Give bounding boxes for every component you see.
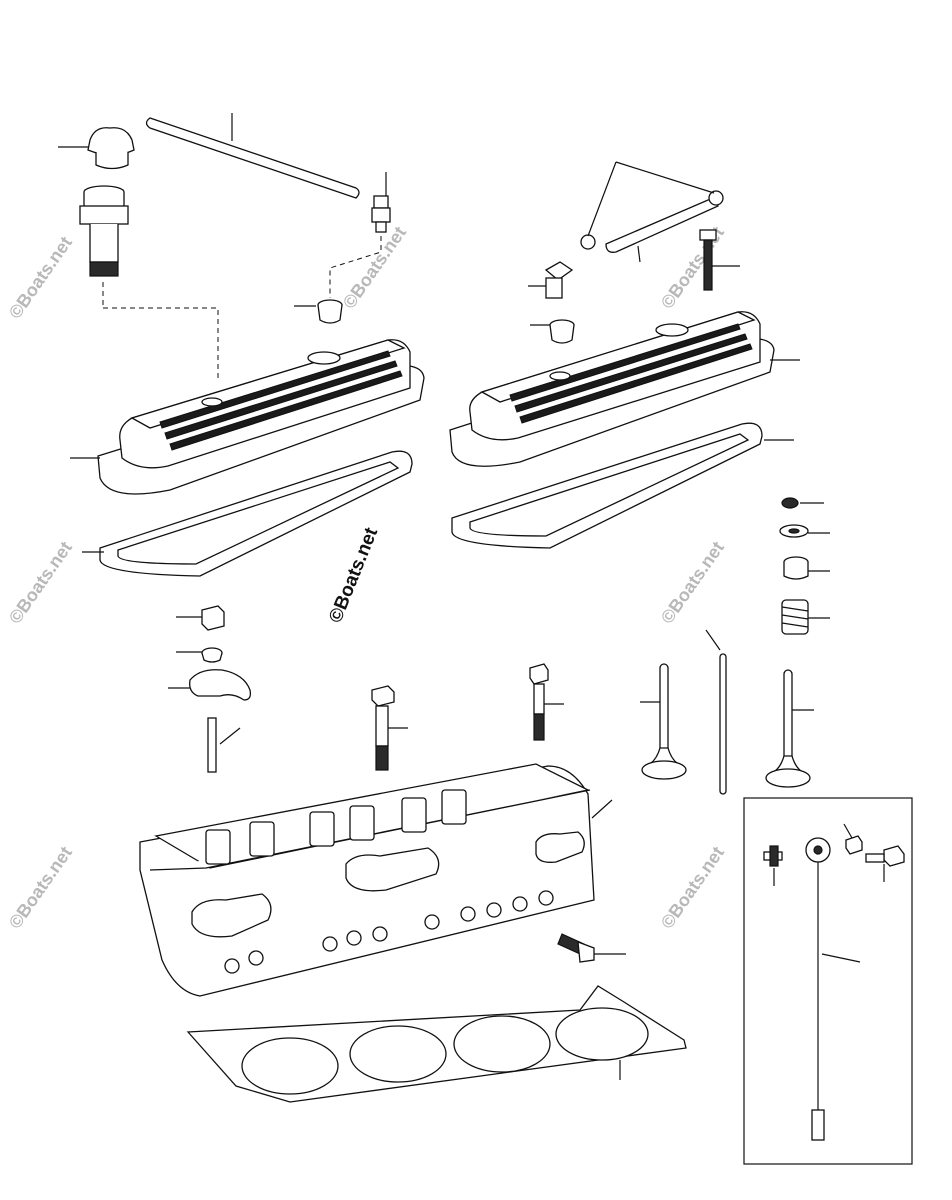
pcv-elbow-valve[interactable] bbox=[329, 172, 391, 298]
head-gasket[interactable] bbox=[186, 985, 687, 1103]
cover-fins bbox=[159, 350, 403, 451]
valve-springs-installed bbox=[205, 789, 467, 865]
oil-filler-cap[interactable] bbox=[58, 127, 135, 170]
watermark: ©Boats.net bbox=[657, 843, 728, 933]
sensor-bolt bbox=[865, 845, 905, 882]
sensor-stud bbox=[763, 845, 783, 886]
sensor-body bbox=[805, 837, 861, 1141]
rocker-nut[interactable] bbox=[176, 605, 225, 631]
exhaust-ports bbox=[191, 831, 585, 938]
spring-retainer[interactable] bbox=[779, 524, 830, 538]
watermark: ©Boats.net bbox=[657, 538, 728, 628]
sensor-nut bbox=[843, 823, 863, 855]
exhaust-valve[interactable] bbox=[765, 669, 814, 788]
pcv-hose[interactable] bbox=[145, 113, 360, 199]
hose-clamps[interactable] bbox=[580, 161, 724, 250]
head-bolt-short[interactable] bbox=[529, 663, 564, 741]
cylinder-head[interactable] bbox=[139, 763, 613, 997]
bolt-bosses bbox=[224, 890, 554, 974]
head-bolt-long[interactable] bbox=[371, 685, 408, 771]
cover-fins bbox=[509, 323, 753, 424]
valve-cover-gasket-left[interactable] bbox=[82, 450, 413, 577]
cover-bolt[interactable] bbox=[699, 229, 740, 291]
rocker-stud[interactable] bbox=[207, 717, 241, 773]
watermark: ©Boats.net bbox=[5, 538, 76, 628]
valve-cover-right[interactable] bbox=[449, 311, 800, 467]
pushrod[interactable] bbox=[705, 629, 727, 795]
grommet-right[interactable] bbox=[530, 319, 575, 344]
valve-cover-left[interactable] bbox=[70, 339, 425, 495]
valve-seal[interactable] bbox=[783, 556, 830, 580]
rocker-arm[interactable] bbox=[168, 669, 252, 701]
valve-cover-gasket-right[interactable] bbox=[451, 422, 794, 549]
valve-spring[interactable] bbox=[781, 599, 830, 635]
intake-valve[interactable] bbox=[640, 663, 687, 780]
watermark: ©Boats.net bbox=[657, 223, 728, 313]
watermark: ©Boats.net bbox=[339, 223, 410, 313]
knock-sensor-kit[interactable] bbox=[743, 797, 913, 1165]
valve-lock[interactable] bbox=[781, 497, 824, 509]
temp-sender[interactable] bbox=[557, 933, 626, 963]
oil-filler-tube[interactable] bbox=[79, 185, 219, 380]
watermark: ©Boats.net bbox=[5, 233, 76, 323]
watermark-main: ©Boats.net bbox=[325, 524, 382, 626]
rocker-ball[interactable] bbox=[176, 647, 223, 663]
grommet-left[interactable] bbox=[294, 299, 343, 324]
breather-elbow[interactable] bbox=[528, 261, 574, 299]
watermark: ©Boats.net bbox=[5, 843, 76, 933]
